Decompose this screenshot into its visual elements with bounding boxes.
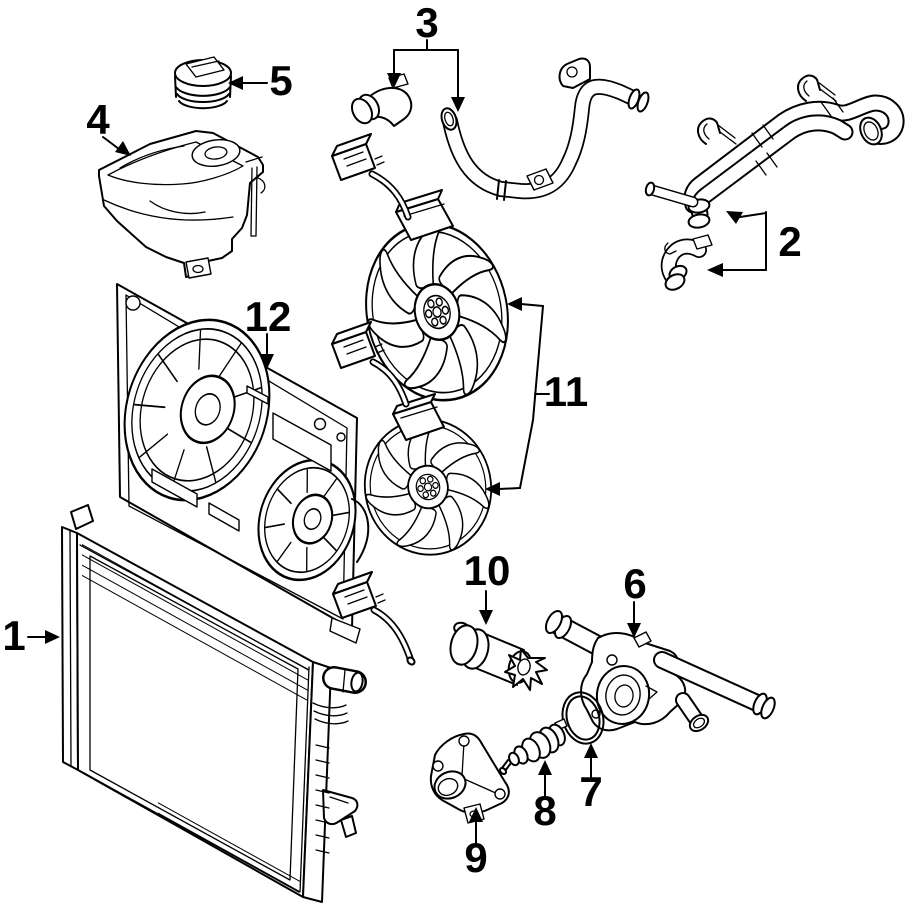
callout-12-arrow bbox=[260, 354, 274, 369]
callout-12-number[interactable]: 12 bbox=[245, 293, 292, 340]
callout-7[interactable]: 7 bbox=[579, 743, 603, 815]
callout-5-arrow bbox=[228, 76, 243, 90]
part-upper-coolant-hose[interactable] bbox=[348, 57, 651, 201]
fan-hub bbox=[413, 283, 461, 341]
callout-3-arrow bbox=[451, 97, 465, 112]
part-thermostat[interactable] bbox=[498, 718, 568, 776]
callout-11[interactable]: 11 bbox=[485, 297, 588, 496]
callout-10-number[interactable]: 10 bbox=[464, 547, 511, 594]
callout-1-arrow bbox=[45, 630, 60, 644]
callout-12[interactable]: 12 bbox=[245, 293, 292, 369]
callout-2[interactable]: 2 bbox=[707, 211, 802, 277]
callout-10[interactable]: 10 bbox=[464, 547, 511, 625]
part-fan-shroud[interactable] bbox=[102, 283, 371, 644]
callout-6[interactable]: 6 bbox=[623, 560, 647, 638]
callout-6-arrow bbox=[627, 623, 641, 638]
part-thermostat-cover[interactable] bbox=[429, 732, 510, 824]
part-coolant-pipe-assembly[interactable] bbox=[644, 74, 905, 293]
callout-9[interactable]: 9 bbox=[464, 807, 488, 881]
callout-7-number[interactable]: 7 bbox=[579, 768, 602, 815]
part-coolant-reservoir[interactable] bbox=[98, 130, 266, 279]
part-water-pump[interactable] bbox=[447, 621, 548, 691]
callout-2-arrow bbox=[726, 211, 743, 224]
callout-11-arrow bbox=[507, 297, 522, 311]
callout-3-number[interactable]: 3 bbox=[415, 0, 438, 46]
callout-11-arrow bbox=[485, 482, 500, 496]
fan-wiring-connectors bbox=[331, 133, 416, 666]
callout-8-arrow bbox=[538, 760, 552, 775]
radiator-tank-ribs bbox=[315, 744, 330, 854]
callout-3-arrow bbox=[387, 73, 401, 88]
callout-9-number[interactable]: 9 bbox=[464, 834, 487, 881]
radiator-fins-hatch bbox=[158, 798, 300, 896]
callout-11-number[interactable]: 11 bbox=[544, 368, 588, 415]
fan-motor-bracket-secondary bbox=[392, 393, 445, 441]
callout-2-arrow bbox=[707, 263, 723, 277]
callout-1[interactable]: 1 bbox=[2, 612, 60, 659]
callout-8[interactable]: 8 bbox=[533, 760, 557, 834]
reservoir-filler-neck bbox=[191, 139, 241, 167]
callout-7-arrow bbox=[584, 743, 598, 758]
callout-9-arrow bbox=[469, 807, 483, 822]
callout-5[interactable]: 5 bbox=[228, 57, 293, 104]
callout-4-number[interactable]: 4 bbox=[86, 96, 110, 143]
pipe-clamp-ribs bbox=[751, 97, 844, 176]
callout-10-arrow bbox=[479, 610, 493, 625]
part-cooling-fan-primary[interactable] bbox=[349, 210, 524, 413]
callout-1-number[interactable]: 1 bbox=[2, 612, 25, 659]
callout-4[interactable]: 4 bbox=[86, 96, 131, 156]
callout-3[interactable]: 3 bbox=[387, 0, 465, 112]
fan-hub bbox=[407, 464, 449, 510]
part-thermostat-housing[interactable] bbox=[543, 608, 778, 734]
part-cooling-fan-secondary[interactable] bbox=[351, 407, 503, 566]
part-reservoir-cap[interactable] bbox=[174, 56, 232, 110]
callout-5-number[interactable]: 5 bbox=[269, 57, 292, 104]
callout-2-number[interactable]: 2 bbox=[778, 218, 801, 265]
part-radiator[interactable] bbox=[61, 504, 367, 903]
callout-8-number[interactable]: 8 bbox=[533, 787, 556, 834]
callout-6-number[interactable]: 6 bbox=[623, 560, 646, 607]
radiator-fins-hatch bbox=[82, 540, 308, 704]
callout-4-arrow bbox=[115, 141, 131, 156]
